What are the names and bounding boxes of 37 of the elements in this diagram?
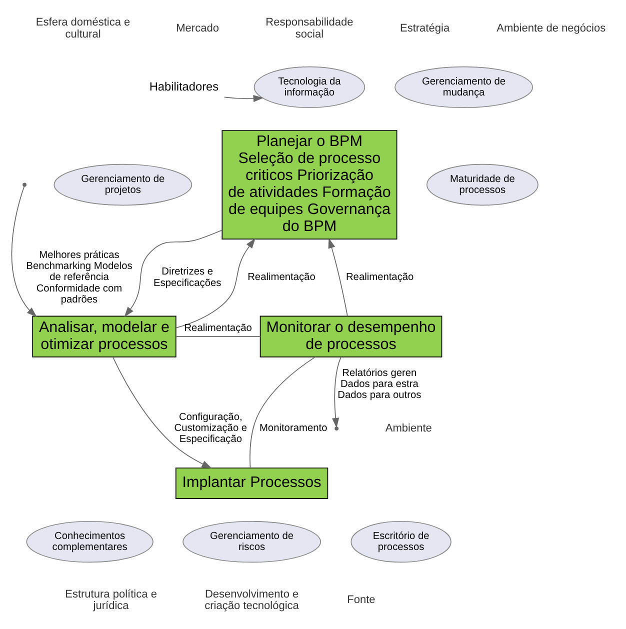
- label: Estratégia: [400, 22, 450, 35]
- edge-label: Melhores práticas Benchmarking Modelos de referência Conformidade com padrões: [26, 250, 132, 306]
- arrow: [328, 238, 348, 317]
- label: Estrutura política e jurídica: [65, 588, 157, 612]
- label: Ambiente de negócios: [496, 22, 606, 35]
- node-ellipse: Gerenciamento de mudança: [394, 66, 534, 108]
- arrow: [176, 238, 256, 328]
- edge-label: Diretrizes e Especificações: [153, 266, 222, 289]
- node-ellipse: Gerenciamento de projetos: [54, 164, 192, 206]
- label: Esfera doméstica e cultural: [36, 16, 130, 40]
- edge-label: Realimentação: [346, 272, 414, 284]
- arrow: [11, 186, 37, 318]
- node-ellipse: Maturidade de processos: [426, 164, 538, 206]
- arrow: [112, 356, 212, 468]
- arrow: [332, 356, 342, 428]
- label: Fonte: [347, 594, 376, 606]
- label: Responsabilidade social: [266, 16, 354, 40]
- node-box: Planejar o BPM Seleção de processo criticos Priorização de atividades Formação de equipes Governança do BPM: [222, 130, 398, 240]
- node-box: Monitorar o desempenho de processos: [260, 316, 442, 358]
- label: Mercado: [176, 22, 219, 35]
- node-box: Implantar Processos: [175, 468, 328, 499]
- node-box: Analisar, modelar e otimizar processos: [32, 316, 176, 358]
- node-text: Habilitadores: [149, 79, 219, 94]
- node-ellipse: Escritório de processos: [350, 520, 452, 563]
- node-ellipse: Gerenciamento de riscos: [182, 520, 322, 563]
- connector: [250, 356, 316, 468]
- edge-label: Monitoramento: [259, 423, 328, 434]
- label: Desenvolvimento e criação tecnológica: [204, 588, 299, 612]
- node-ellipse: Conhecimentos complementares: [26, 520, 154, 563]
- edge-label: Configuração, Customização e Especificação: [174, 412, 248, 446]
- label: Ambiente: [385, 422, 432, 434]
- edge-label: Realimentação: [248, 272, 316, 284]
- connector: [176, 336, 261, 337]
- edge-label: Relatórios geren Dados para estra Dados para outros: [338, 368, 422, 402]
- arrow: [224, 94, 264, 102]
- edge-label: Realimentação: [184, 323, 252, 334]
- arrow: [124, 230, 222, 317]
